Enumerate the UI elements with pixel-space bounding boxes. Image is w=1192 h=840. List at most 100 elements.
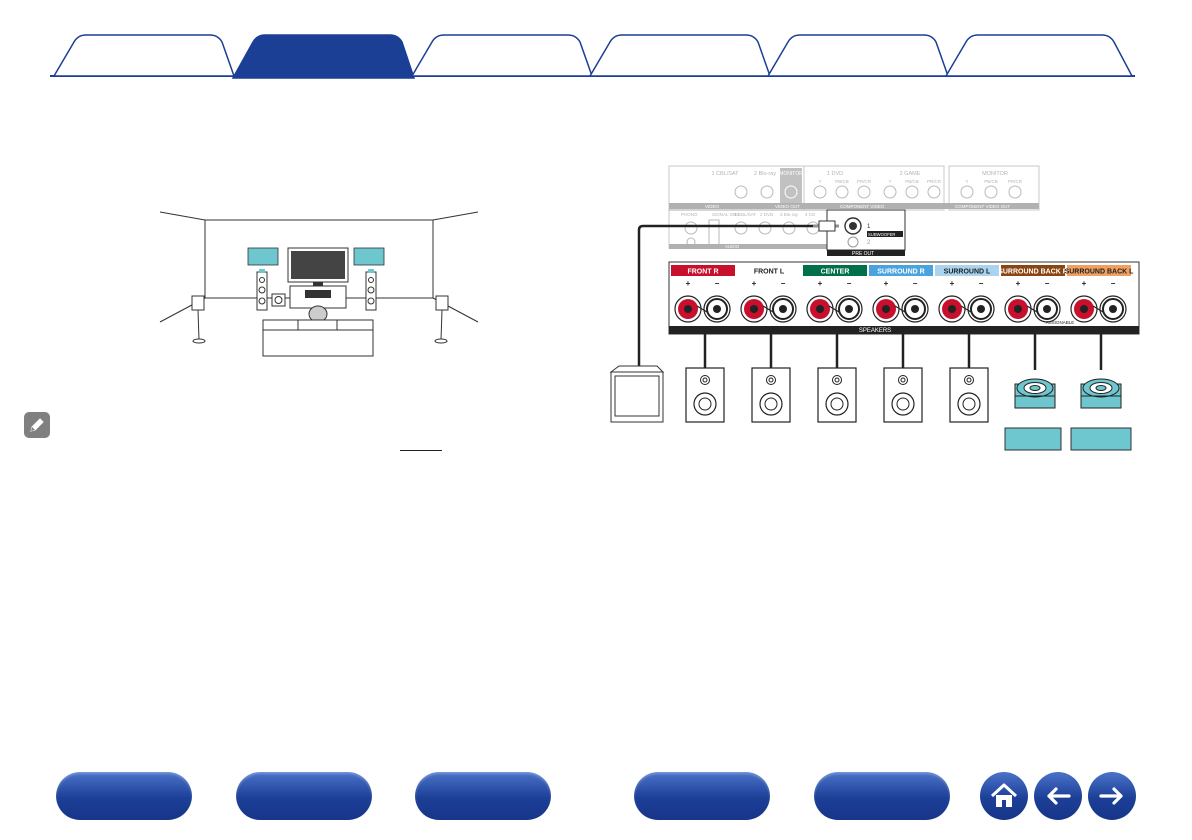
plus-sign: +	[884, 279, 889, 288]
bookshelf-speaker-icon	[883, 367, 923, 423]
surround-back-r-speaker-box	[1004, 427, 1062, 451]
rear-bar-3: COMPONENT VIDEO OUT	[955, 204, 1010, 209]
terminal-minus-hole	[1109, 305, 1117, 313]
home-icon	[990, 783, 1018, 807]
speaker-connection-diagram: 1 CBL/SAT 2 Blu-ray MONITOR 1 DVD 2 GAME…	[609, 165, 1140, 451]
bookshelf-speaker-icon	[949, 367, 989, 423]
terminal-wire-curve	[828, 305, 840, 313]
tab-2[interactable]	[231, 34, 416, 79]
front-left-tower-speaker-icon	[256, 269, 268, 311]
forward-button[interactable]	[1088, 772, 1136, 820]
nav-button-2[interactable]	[236, 772, 372, 820]
terminal-wire-curve	[1092, 305, 1104, 313]
terminal-plus-hole	[684, 305, 692, 313]
minus-sign: −	[913, 279, 918, 288]
terminal-minus-hole	[779, 305, 787, 313]
pre-out-channel-2: 2	[867, 240, 871, 246]
home-button[interactable]	[980, 772, 1028, 820]
rear-lower-5: 4 CD	[805, 212, 816, 217]
surround-back-speaker-right-box	[353, 247, 385, 266]
rear-lower-4: 3 Blu-ray	[780, 212, 799, 217]
component-sub-label: Y	[888, 179, 891, 184]
surround-back-l-speaker-box	[1070, 427, 1132, 451]
rear-panel-audio-section: PHONO SIGNAL GND 1 CBL/SAT 2 DVD 3 Blu-r…	[668, 209, 830, 249]
terminal-plus-hole	[1080, 305, 1088, 313]
channel-label: SURROUND BACK R	[998, 269, 1068, 276]
terminal-plus-hole	[816, 305, 824, 313]
subwoofer-icon	[271, 293, 286, 307]
terminal-plus-hole	[882, 305, 890, 313]
bookshelf-speaker-icon	[751, 367, 791, 423]
nav-button-5[interactable]	[814, 772, 950, 820]
rear-lower-1: SIGNAL GND	[712, 212, 740, 217]
plus-sign: +	[818, 279, 823, 288]
nav-button-1[interactable]	[56, 772, 192, 820]
nav-button-3[interactable]	[415, 772, 551, 820]
terminal-plus-hole	[1014, 305, 1022, 313]
terminal-plus-hole	[750, 305, 758, 313]
terminal-plus-hole	[948, 305, 956, 313]
minus-sign: −	[1045, 279, 1050, 288]
minus-sign: −	[781, 279, 786, 288]
arrow-left-icon	[1047, 787, 1071, 805]
component-sub-label: PB/CB	[984, 179, 998, 184]
pencil-note-icon	[24, 412, 50, 438]
channel-label: FRONT L	[754, 269, 785, 276]
rear-lower-0: PHONO	[681, 212, 698, 217]
minus-sign: −	[1111, 279, 1116, 288]
tab-bar	[50, 34, 1135, 79]
rear-label-0: 1 CBL/SAT	[711, 171, 739, 177]
back-button[interactable]	[1034, 772, 1082, 820]
channel-label-bg	[869, 265, 933, 276]
pre-out-panel: 1 SUBWOOFER 2 PRE OUT	[826, 209, 906, 257]
rear-lower-2: 1 CBL/SAT	[734, 212, 756, 217]
subwoofer-cabinet-icon	[609, 365, 665, 423]
minus-sign: −	[715, 279, 720, 288]
rear-label-5: MONITOR	[982, 171, 1008, 177]
rear-label-3: 1 DVD	[827, 171, 843, 177]
terminal-minus-hole	[977, 305, 985, 313]
rear-lower-3: 2 DVD	[760, 212, 774, 217]
minus-sign: −	[979, 279, 984, 288]
component-sub-label: PR/CR	[1008, 179, 1023, 184]
tab-6[interactable]	[944, 34, 1134, 77]
terminal-wire-curve	[1026, 305, 1038, 313]
terminal-wire-curve	[960, 305, 972, 313]
rear-bar-2: COMPONENT VIDEO	[840, 204, 885, 209]
terminal-minus-hole	[911, 305, 919, 313]
tab-3[interactable]	[410, 34, 594, 77]
plus-sign: +	[1016, 279, 1021, 288]
rear-bar-1: VIDEO OUT	[775, 204, 800, 209]
tab-4[interactable]	[588, 34, 772, 77]
channel-label: SURROUND R	[877, 269, 924, 276]
channel-label-bg	[737, 265, 801, 276]
component-sub-label: PB/CB	[905, 179, 919, 184]
component-sub-label: PR/CR	[857, 179, 872, 184]
channel-label-bg	[1001, 265, 1065, 276]
terminal-minus-hole	[1043, 305, 1051, 313]
component-sub-label: Y	[818, 179, 821, 184]
channel-label-bg	[935, 265, 999, 276]
ceiling-speaker-icon	[1014, 378, 1056, 409]
tab-1[interactable]	[52, 34, 236, 77]
terminal-minus-hole	[713, 305, 721, 313]
nav-button-4[interactable]	[634, 772, 770, 820]
bookshelf-speaker-icon	[685, 367, 725, 423]
channel-label-bg	[1067, 265, 1131, 276]
room-layout-illustration	[159, 211, 479, 357]
av-receiver-icon	[305, 290, 331, 298]
speakers-bar-label: SPEAKERS	[859, 328, 891, 334]
surround-back-speaker-left-box	[247, 247, 279, 266]
bookshelf-speaker-icon	[817, 367, 857, 423]
channel-label-bg	[671, 265, 735, 276]
plus-sign: +	[1082, 279, 1087, 288]
channel-label: SURROUND L	[944, 269, 991, 276]
arrow-right-icon	[1099, 787, 1123, 805]
plus-sign: +	[686, 279, 691, 288]
terminal-wire-curve	[894, 305, 906, 313]
tv-icon	[287, 247, 349, 286]
tab-5[interactable]	[766, 34, 950, 77]
component-sub-label: PR/CR	[927, 179, 942, 184]
note-underline	[400, 450, 442, 451]
